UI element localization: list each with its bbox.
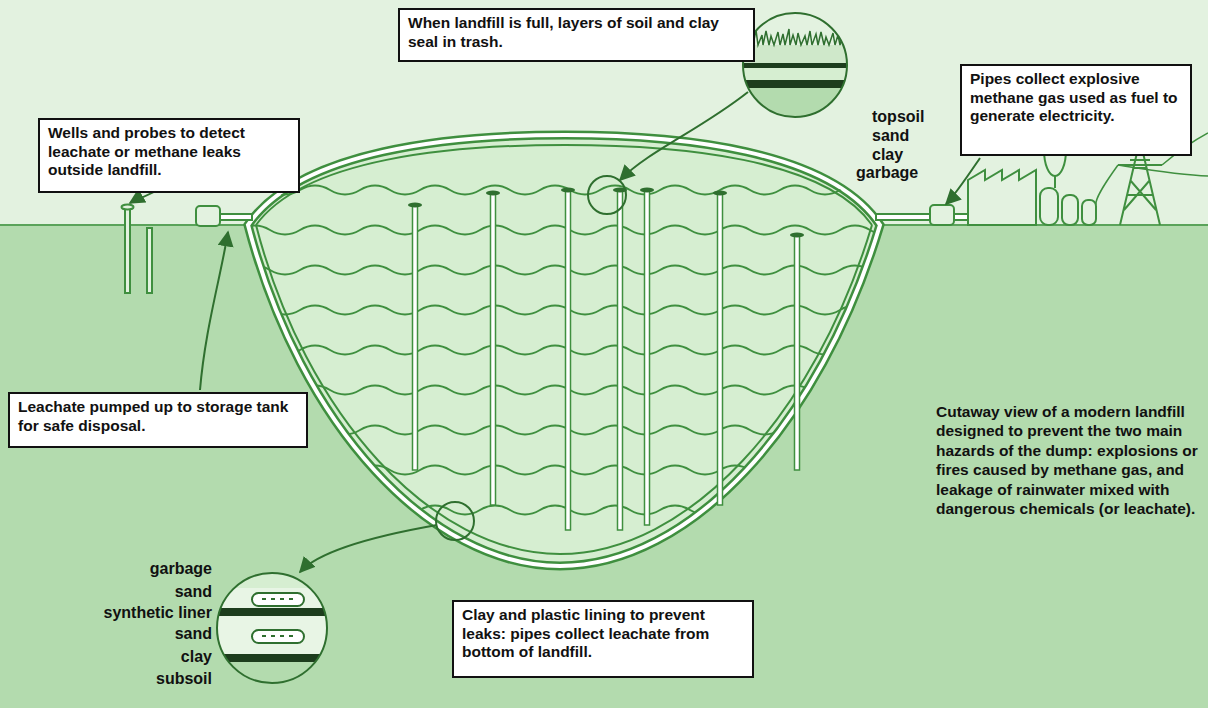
layer-label: clay bbox=[872, 146, 903, 164]
layer-label: topsoil bbox=[872, 108, 924, 126]
pipe-cap bbox=[408, 203, 422, 208]
callout-text: When landfill is full, layers of soil an… bbox=[408, 14, 745, 51]
gas-pipe bbox=[491, 193, 496, 505]
layer-label: garbage bbox=[150, 560, 212, 578]
pipe-cap bbox=[640, 188, 654, 193]
layer-label: garbage bbox=[856, 164, 918, 182]
gas-pipe bbox=[795, 235, 800, 470]
gas-pipe bbox=[618, 190, 623, 530]
callout-box: Leachate pumped up to storage tank for s… bbox=[8, 392, 308, 448]
gas-pipe bbox=[718, 193, 723, 505]
gas-pipe bbox=[413, 205, 418, 470]
callout-text: Leachate pumped up to storage tank for s… bbox=[18, 398, 298, 435]
layer-label: sand bbox=[872, 127, 909, 145]
cover-inset bbox=[740, 10, 850, 120]
landfill-shape bbox=[248, 135, 880, 566]
callout-box: Pipes collect explosive methane gas used… bbox=[960, 64, 1192, 156]
callout-box: Clay and plastic lining to prevent leaks… bbox=[452, 600, 754, 678]
layer-label: synthetic liner bbox=[104, 604, 212, 622]
wells-and-tank bbox=[122, 205, 253, 294]
gas-pipe bbox=[566, 190, 571, 530]
callout-box: When landfill is full, layers of soil an… bbox=[398, 8, 755, 62]
note-text: Cutaway view of a modern landfill design… bbox=[936, 402, 1198, 518]
gas-pipe bbox=[645, 190, 650, 525]
layer-label: clay bbox=[181, 648, 212, 666]
pipe-cap bbox=[713, 191, 727, 196]
callout-text: Clay and plastic lining to prevent leaks… bbox=[462, 606, 744, 662]
layer-label: subsoil bbox=[156, 670, 212, 688]
callout-text: Wells and probes to detect leachate or m… bbox=[48, 124, 290, 180]
callout-box: Wells and probes to detect leachate or m… bbox=[38, 118, 300, 193]
layer-label: sand bbox=[175, 583, 212, 601]
callout-text: Pipes collect explosive methane gas used… bbox=[970, 70, 1182, 126]
liner-inset bbox=[215, 572, 330, 692]
pipe-cap bbox=[486, 191, 500, 196]
pipe-cap bbox=[790, 233, 804, 238]
layer-label: sand bbox=[175, 625, 212, 643]
pipe-cap bbox=[561, 188, 575, 193]
